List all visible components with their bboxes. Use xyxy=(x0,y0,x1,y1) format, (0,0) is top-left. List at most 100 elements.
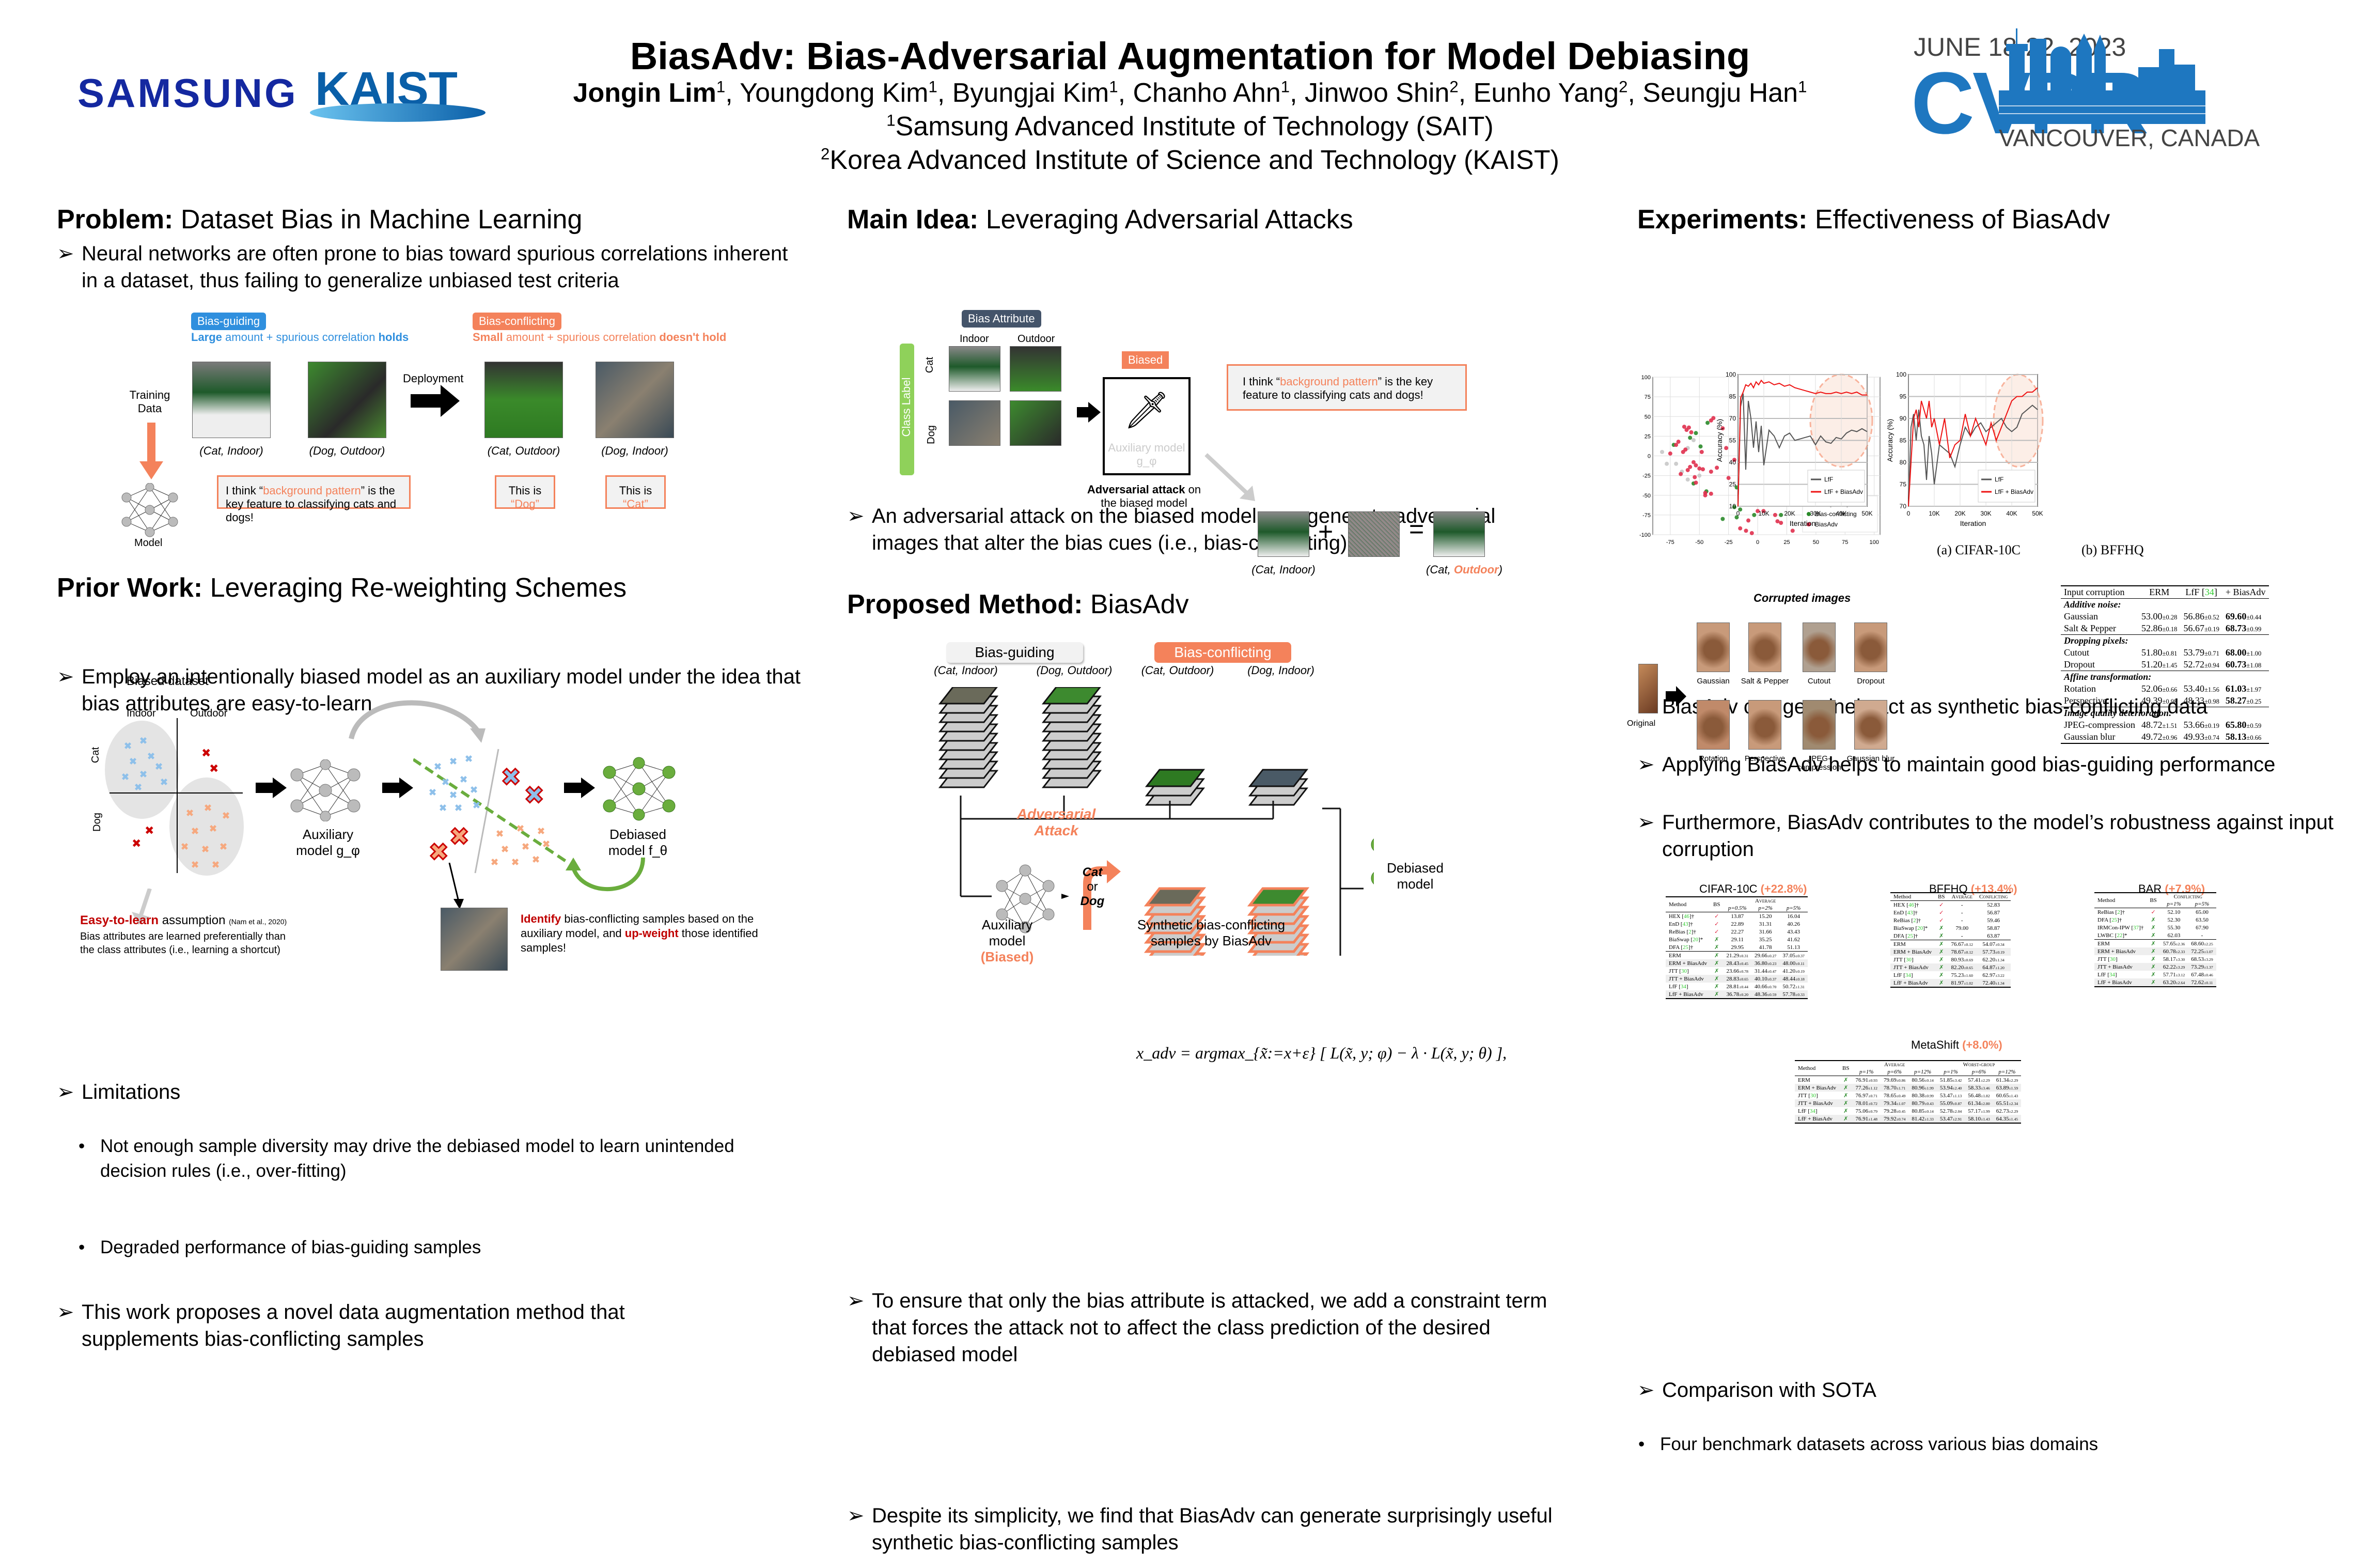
col-header: p=12% xyxy=(1914,1069,1932,1075)
cat-word: Cat xyxy=(1082,865,1103,879)
y-axis-label: Accuracy (%) xyxy=(1886,419,1894,462)
desc-c: doesn't hold xyxy=(659,331,727,344)
svg-text:✖: ✖ xyxy=(501,764,521,790)
y-tick-label: 70 xyxy=(1729,415,1736,422)
series-line-lff xyxy=(1737,393,1868,507)
training-data-label: Training Data xyxy=(129,388,170,415)
feedback-orange-arrow-icon xyxy=(1364,938,1374,956)
scatter-point-bias-guiding xyxy=(1674,461,1679,466)
method-heading: Proposed Method: BiasAdv xyxy=(847,589,1189,620)
y-tick-label: 100 xyxy=(1896,371,1906,378)
y-tick-label: -25 xyxy=(1642,473,1651,479)
mi-arrow-icon xyxy=(1077,402,1101,423)
cifar-caption: (a) CIFAR-10C xyxy=(1937,542,2021,557)
x-tick-label: 100 xyxy=(1870,539,1879,546)
x-tick-label: 50K xyxy=(1861,510,1872,517)
easy-to-learn-desc: Bias attributes are learned preferential… xyxy=(80,931,286,956)
desc-a: Large xyxy=(191,331,222,344)
svg-text:✖: ✖ xyxy=(209,762,218,775)
easy-citation: (Nam et al., 2020) xyxy=(229,917,287,926)
metashift-table-title: MetaShift (+8.0%) xyxy=(1911,1038,2002,1052)
scatter-point-bias-guiding xyxy=(1691,438,1696,442)
constraint-bullet: To ensure that only the bias attribute i… xyxy=(847,1287,1560,1368)
speech-bubble-background-pattern: I think “background pattern” is the key … xyxy=(217,475,411,524)
easy-to-learn-title: Easy-to-learn assumption (Nam et al., 20… xyxy=(80,913,287,928)
svg-text:✖: ✖ xyxy=(181,842,189,852)
model-label: Model xyxy=(134,537,163,549)
x-tick-label: 10K xyxy=(1929,510,1939,517)
y-tick-label: 90 xyxy=(1900,415,1907,422)
limitations-bullet: Limitations xyxy=(57,1079,2380,1106)
svg-text:✖: ✖ xyxy=(537,826,545,836)
legend-label: LfF + BiasAdv xyxy=(1824,488,1863,495)
x-axis-label: Iteration xyxy=(1960,519,1986,527)
corruption-label: Cutout xyxy=(1807,677,1831,686)
x-tick-label: 0 xyxy=(1736,510,1740,517)
heading-text: Leveraging Adversarial Attacks xyxy=(985,205,1353,235)
x-tick-label: 0 xyxy=(1756,539,1759,546)
cvpr-location: VANCOUVER, CANADA xyxy=(1999,125,2260,151)
scatter-point-bias-conflicting xyxy=(1732,505,1736,509)
svg-text:✖: ✖ xyxy=(460,774,467,785)
svg-text:✖: ✖ xyxy=(491,857,498,867)
col-method: Method xyxy=(1798,1065,1816,1071)
y-tick-label: 75 xyxy=(1900,481,1907,488)
sword-icon: 🗡 xyxy=(1123,390,1170,430)
heading-bold: Experiments: xyxy=(1637,205,1808,235)
x-tick-label: 20K xyxy=(1784,510,1795,517)
speech-a: I think “ xyxy=(1243,375,1280,388)
y-tick-label: 100 xyxy=(1641,375,1651,381)
scatter-point-biasadv xyxy=(1697,466,1702,471)
mi-dog-outdoor-image xyxy=(1010,400,1061,446)
adv-input-caption: (Cat, Indoor) xyxy=(1251,563,1316,576)
corrupted-face-image xyxy=(1803,700,1836,750)
scatter-point-bias-conflicting xyxy=(1779,512,1783,517)
decision-boundary-plot: ✖✖✖✖✖✖✖✖✖✖✖ ✖✖✖✖✖✖✖✖✖ ✖✖ ✖✖ xyxy=(413,749,568,874)
cap-c: ) xyxy=(1498,563,1502,576)
scatter-point-biasadv xyxy=(1699,449,1704,454)
table-group-row: Additive noise: xyxy=(2064,599,2121,610)
arrow-right-icon-2 xyxy=(382,777,413,798)
speech-highlight: “Cat” xyxy=(623,497,648,510)
desc-b: amount + spurious correlation xyxy=(503,331,660,344)
scatter-point-biasadv xyxy=(1773,512,1777,517)
svg-text:✖: ✖ xyxy=(212,860,220,870)
y-tick-label: 25 xyxy=(1645,433,1651,440)
scatter-point-biasadv xyxy=(1694,463,1698,468)
svg-text:✖: ✖ xyxy=(201,746,211,759)
y-tick-label: 50 xyxy=(1645,414,1651,420)
svg-text:✖: ✖ xyxy=(522,842,529,852)
prior-bullet: Employ an intentionally biased model as … xyxy=(57,663,801,717)
kaist-logo-swoosh xyxy=(310,103,486,122)
scatter-point-biasadv xyxy=(1679,472,1683,476)
corrupted-images-title: Corrupted images xyxy=(1753,592,1851,604)
legend-label: LfF xyxy=(1995,476,2003,483)
adv-orange-arrow-icon xyxy=(1083,866,1108,930)
scatter-point-bias-conflicting xyxy=(1752,512,1757,517)
heading-text: Leveraging Re-weighting Schemes xyxy=(210,573,627,603)
author: Youngdong Kim1, xyxy=(740,77,952,108)
bias-guiding-badge: Bias-guiding xyxy=(191,313,267,330)
caption-dog-outdoor: (Dog, Outdoor) xyxy=(309,444,385,457)
heading-text: Dataset Bias in Machine Learning xyxy=(180,205,583,235)
svg-text:✖: ✖ xyxy=(147,751,155,761)
mi-cat-label: Cat xyxy=(924,356,936,374)
author: Eunho Yang2, xyxy=(1473,77,1643,108)
model-network-icon xyxy=(121,483,178,537)
bias-conflicting-badge: Bias-conflicting xyxy=(473,313,561,330)
scatter-point-biasadv xyxy=(1732,458,1736,462)
col-header: p=12% xyxy=(1998,1069,2016,1075)
scatter-point-biasadv xyxy=(1709,470,1713,474)
scatter-point-biasadv xyxy=(1709,491,1713,496)
col-bs: BS xyxy=(1842,1065,1850,1071)
limitation-item-2: Degraded performance of bias-guiding sam… xyxy=(67,1235,739,1260)
series-line-lff-biasadv xyxy=(1737,379,1867,507)
easy-title-bold: Easy-to-learn xyxy=(80,913,159,927)
